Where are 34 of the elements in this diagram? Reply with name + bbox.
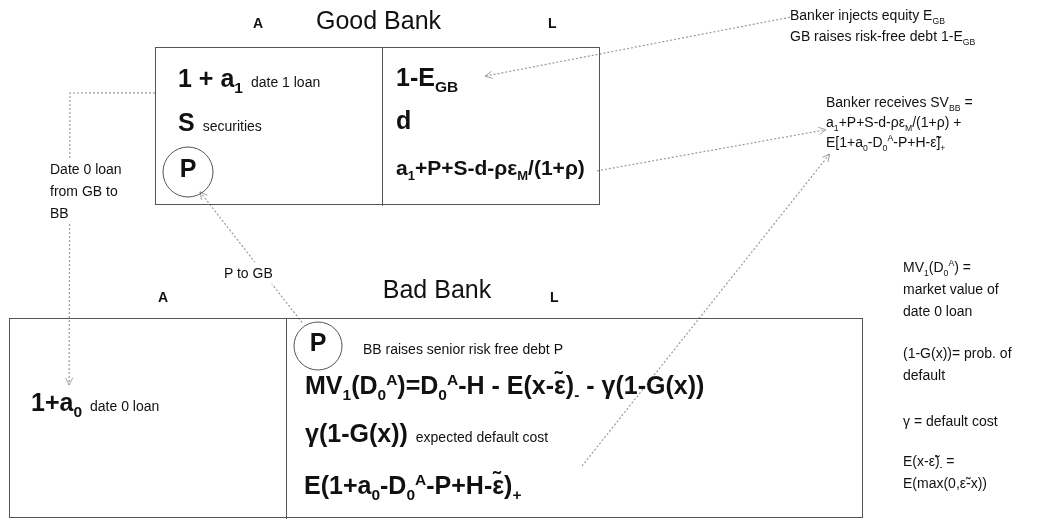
annotation: date 1 loan xyxy=(250,74,321,90)
annotation: BB raises senior risk free debt P xyxy=(363,341,563,357)
edge-label: Date 0 loan from GB to BB xyxy=(48,158,124,224)
formula: MV$_{1}$(D$_{0}$$^{A}$)=D$_{0}$$^{A}$-H - E(x-ε̃)$_{-}$ - γ(1-G(x)) xyxy=(305,371,705,400)
annotation: date 0 loan xyxy=(90,398,160,414)
table-title: Good Bank xyxy=(315,6,442,35)
note-text: Banker injects equity E$_{GB}$ xyxy=(790,6,945,25)
column-header: A xyxy=(158,288,169,307)
note-text: GB raises risk-free debt 1-E$_{GB}$ xyxy=(790,27,976,46)
column-header: A xyxy=(253,14,264,33)
annotation: expected default cost xyxy=(415,429,549,445)
formula: 1-E$_{GB}$ xyxy=(396,63,459,92)
formula: 1+a$_{0}$ xyxy=(31,388,83,417)
formula: a$_{1}$+P+S-d-ρε$_{M}$/(1+ρ) xyxy=(396,156,585,180)
column-header: L xyxy=(550,288,559,307)
variable-label: P xyxy=(309,328,327,357)
variable-label: P xyxy=(179,154,197,183)
edge-label: P to GB xyxy=(222,262,275,284)
definition-note: MV$_{1}$(D$_{0}$$^{A}$) = market value of date 0 loan xyxy=(903,257,1000,321)
formula: S xyxy=(178,108,195,137)
formula: 1 + a$_{1}$ xyxy=(178,64,243,93)
note-text: Banker receives SV$_{BB}$ = a$_{1}$+P+S-d-ρε$_{M}$/(1+ρ) + E[1+a$_{0}$-D$_{0}$$^{A}$-P+H-ε̃]$_{+}$ xyxy=(826,93,974,152)
dotted-arrow xyxy=(581,153,831,467)
definition-note: E(x-ε̃)$_{-}$ = E(max(0,ε̃-x)) xyxy=(903,452,988,493)
table-title: Bad Bank xyxy=(382,275,492,304)
definition-note: γ = default cost xyxy=(903,412,999,431)
definition-note: (1-G(x))= prob. of default xyxy=(903,344,1013,385)
column-header: L xyxy=(548,14,557,33)
formula: d xyxy=(396,106,412,135)
formula: γ(1-G(x)) xyxy=(305,419,408,448)
dotted-arrow xyxy=(199,191,303,324)
dotted-arrow xyxy=(484,16,791,79)
formula: E(1+a$_{0}$-D$_{0}$$^{A}$-P+H-ε̃)$_{+}$ xyxy=(304,471,522,500)
annotation: securities xyxy=(202,118,262,134)
